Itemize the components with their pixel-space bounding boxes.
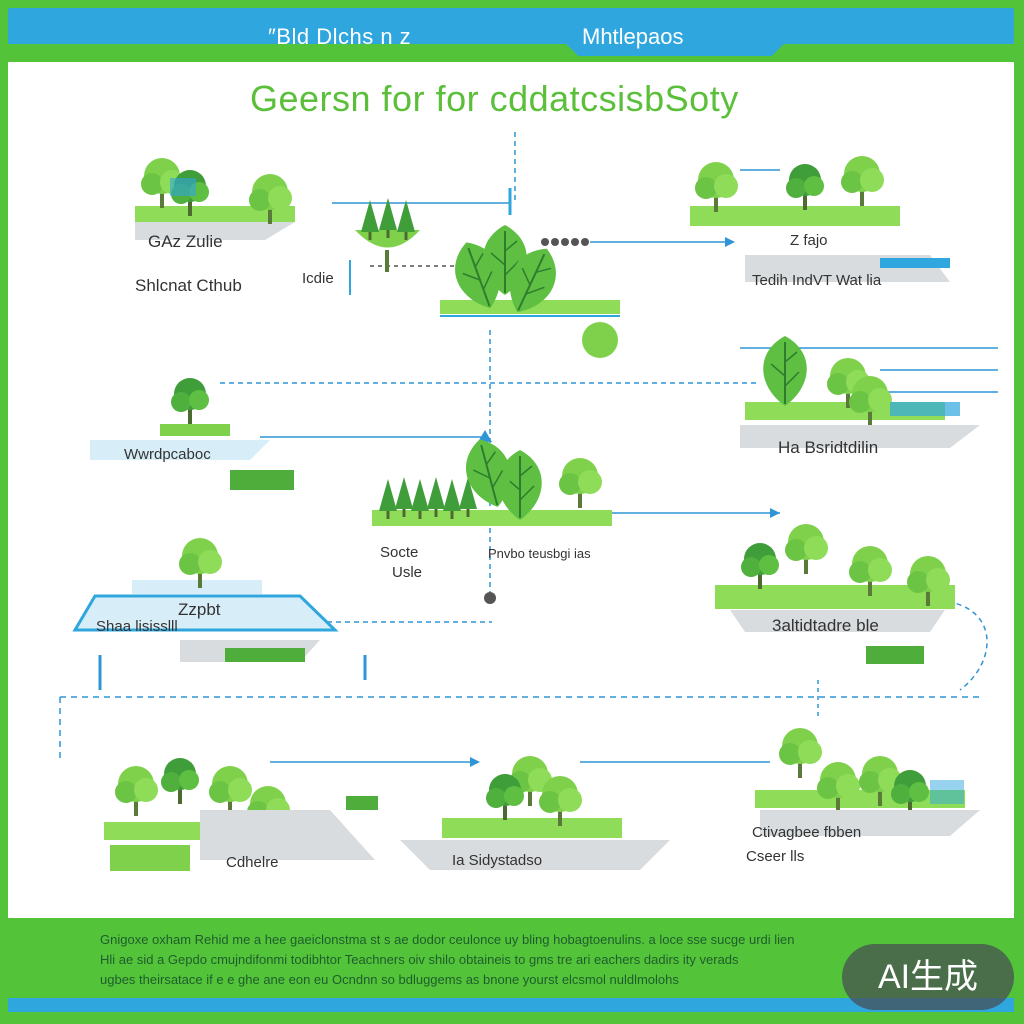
node-4-label-1: Z fajo — [790, 232, 828, 249]
node-4-label-2: Tedih IndVT Wat lia — [752, 272, 881, 289]
ai-generated-badge: AI生成 — [842, 944, 1014, 1010]
node-8-label-2: Shaa lisisslll — [96, 618, 178, 635]
footer-text-line-2: Hli ae sid a Gepdo cmujndifonmi todibhto… — [100, 952, 930, 967]
node-12-label-1: Ctivagbee fbben — [752, 824, 861, 841]
node-8-label-1: Zzpbt — [178, 600, 221, 620]
node-5-label-1: Wwrdpcaboc — [124, 446, 211, 463]
footer-text-line-3: ugbes theirsatace if e e ghe ane eon eu … — [100, 972, 930, 987]
header-left-text: ″Bld Dlchs n z — [268, 24, 411, 50]
diagram-canvas — [8, 62, 1014, 918]
header-bar: ″Bld Dlchs n z Mhtlepaos — [0, 0, 1024, 62]
node-12-label-2: Cseer lls — [746, 848, 804, 865]
node-10-label-1: Cdhelre — [226, 854, 279, 871]
node-1-label-2: Shlcnat Cthub — [135, 276, 242, 296]
footer-text-line-1: Gnigoxe oxham Rehid me a hee gaeiclonstm… — [100, 932, 930, 947]
header-strip — [8, 8, 1014, 44]
node-7-label-2: Usle — [392, 564, 422, 581]
node-2-label-1: Icdie — [302, 270, 334, 287]
page-title: Geersn for for cddatcsisbSoty — [250, 78, 790, 120]
node-11-label-1: Ia Sidystadso — [452, 852, 542, 869]
header-right-text: Mhtlepaos — [582, 24, 684, 50]
node-9-label-1: 3altidtadre ble — [772, 616, 879, 636]
node-7-label-1: Socte — [380, 544, 418, 561]
node-1-label-1: GAz Zulie — [148, 232, 223, 252]
node-6-label-1: Ha Bsridtdilin — [778, 438, 878, 458]
node-7-label-3: Pnvbo teusbgi ias — [488, 546, 591, 561]
